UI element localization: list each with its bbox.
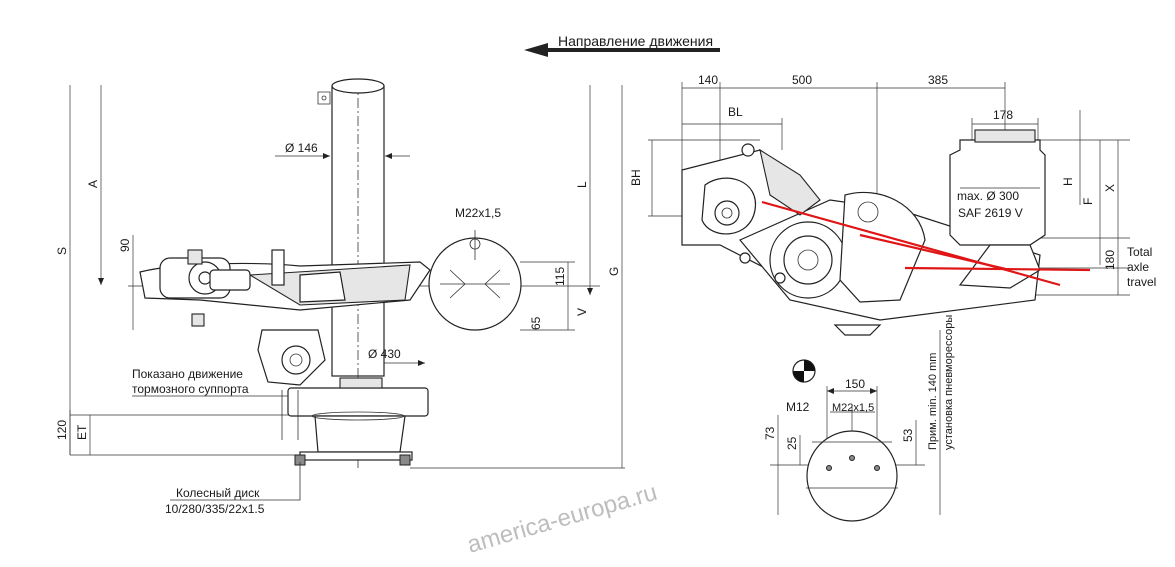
total-axle-travel-2: axle bbox=[1127, 260, 1149, 274]
dim-S: S bbox=[55, 247, 69, 255]
drum-diameter: Ø 430 bbox=[368, 347, 401, 361]
dim-X: X bbox=[1103, 184, 1117, 192]
dim-500: 500 bbox=[792, 73, 812, 87]
dim-73: 73 bbox=[763, 426, 777, 440]
dim-V: V bbox=[575, 308, 589, 316]
dim-140: 140 bbox=[698, 73, 718, 87]
bottom-thread: M22x1,5 bbox=[832, 402, 874, 414]
direction-indicator: Направление движения bbox=[524, 33, 720, 57]
dim-180: 180 bbox=[1103, 250, 1117, 270]
dim-H: H bbox=[1061, 177, 1075, 186]
direction-label: Направление движения bbox=[558, 33, 713, 49]
left-view: S A 90 L G 115 V 65 120 ET Ø 146 Ø 430 M… bbox=[55, 78, 625, 516]
dim-G: G bbox=[607, 267, 621, 276]
travel-line-lower bbox=[904, 266, 1091, 272]
caliper-note-line-2: тормозного суппорта bbox=[132, 382, 249, 396]
dim-F: F bbox=[1081, 198, 1095, 205]
dim-ET: ET bbox=[75, 424, 89, 440]
dim-385: 385 bbox=[928, 73, 948, 87]
total-axle-travel-3: travel bbox=[1127, 275, 1156, 289]
bellows-size: max. Ø 300 bbox=[957, 189, 1019, 203]
caliper-note-line-1: Показано движение bbox=[132, 367, 243, 381]
right-view: 140 500 385 178 BL BH H F X 180 max. Ø 3… bbox=[629, 73, 1156, 336]
dim-178: 178 bbox=[993, 108, 1013, 122]
section-symbol-icon bbox=[792, 359, 816, 383]
tube-diameter: Ø 146 bbox=[285, 141, 318, 155]
note-air-spring: установка пневморессоры bbox=[943, 315, 955, 450]
dim-53: 53 bbox=[901, 428, 915, 442]
dim-65: 65 bbox=[529, 316, 543, 330]
thread-label: M22x1,5 bbox=[455, 206, 501, 220]
dim-A: A bbox=[86, 180, 100, 188]
bellows-model: SAF 2619 V bbox=[958, 206, 1023, 220]
direction-arrow-icon bbox=[524, 43, 720, 57]
dim-L: L bbox=[575, 181, 589, 188]
dim-BL: BL bbox=[728, 105, 743, 119]
dim-120: 120 bbox=[55, 420, 69, 440]
wheel-disc-note-line-1: Колесный диск bbox=[176, 486, 260, 500]
dim-90: 90 bbox=[118, 238, 132, 252]
travel-line-upper bbox=[761, 200, 1061, 287]
label-M12: M12 bbox=[786, 400, 810, 414]
dim-BH: BH bbox=[629, 169, 643, 186]
travel-line-mid bbox=[859, 233, 1011, 272]
wheel-disc-note-line-2: 10/280/335/22x1.5 bbox=[165, 502, 265, 516]
bottom-detail: 150 M12 M22x1,5 73 25 53 Прим. min. 140 … bbox=[763, 315, 955, 522]
dim-25: 25 bbox=[785, 436, 799, 450]
dim-115: 115 bbox=[553, 267, 567, 286]
total-axle-travel-1: Total bbox=[1127, 245, 1152, 259]
dim-150: 150 bbox=[845, 377, 865, 391]
note-min-140: Прим. min. 140 mm bbox=[927, 353, 939, 450]
watermark: america-europa.ru bbox=[464, 479, 660, 559]
